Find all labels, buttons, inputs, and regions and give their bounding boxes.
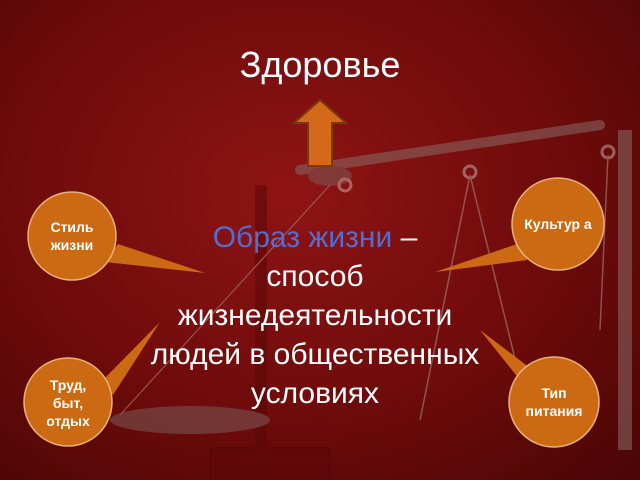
bubble-nutrition xyxy=(480,330,600,448)
title-health: Здоровье xyxy=(239,44,401,85)
bubble-lifestyle xyxy=(27,191,205,281)
definition-line-2: способ xyxy=(266,260,364,293)
bubble-culture-label: Культур а xyxy=(524,216,592,232)
bubble-lifestyle-label: Стиль жизни xyxy=(50,219,94,253)
bubble-nutrition-label: Тип питания xyxy=(525,385,583,419)
bubble-work xyxy=(23,322,160,447)
up-arrow-icon xyxy=(291,98,349,167)
definition-text: Образ жизни – способ жизнедеятельности л… xyxy=(110,218,520,413)
definition-line-3: жизнедеятельности xyxy=(177,299,453,332)
definition-line-1: Образ жизни – xyxy=(110,218,520,257)
definition-line-5: условиях xyxy=(250,377,380,410)
bubble-work-label: Труд, быт, отдых xyxy=(46,377,90,429)
definition-dash: – xyxy=(392,221,418,254)
bubble-culture xyxy=(435,177,605,272)
definition-term: Образ жизни xyxy=(212,221,393,254)
definition-line-4: людей в общественных xyxy=(150,338,480,371)
scales-decoration xyxy=(110,120,632,480)
